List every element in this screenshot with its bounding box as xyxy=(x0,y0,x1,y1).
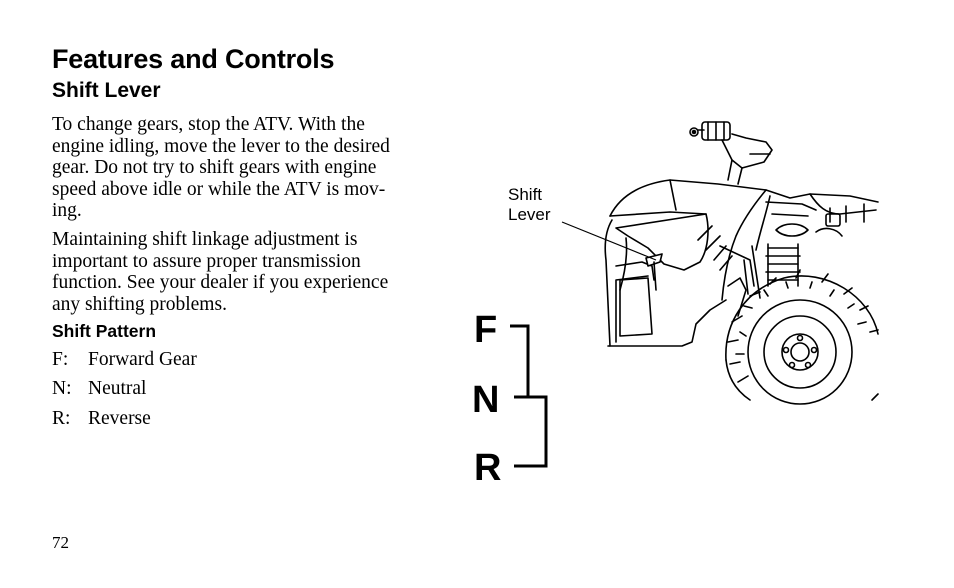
atv-drawing xyxy=(604,121,879,405)
shift-pattern-heading: Shift Pattern xyxy=(52,321,157,341)
paragraph-line: To change gears, stop the ATV. With the xyxy=(52,114,365,135)
paragraph-linkage-adjustment: Maintaining shift linkage adjustment is … xyxy=(52,229,444,315)
suspension-spring xyxy=(743,243,801,299)
shift-pattern-value: Reverse xyxy=(88,408,151,429)
section-title: Features and Controls xyxy=(52,44,335,74)
paragraph-line: gear. Do not try to shift gears with eng… xyxy=(52,157,377,178)
paragraph-line: important to assure proper transmission xyxy=(52,250,361,272)
page-number: 72 xyxy=(52,533,69,552)
paragraph-shift-instructions: To change gears, stop the ATV. With the … xyxy=(52,114,444,222)
handlebar xyxy=(689,121,773,185)
callout-leader-line xyxy=(561,221,657,261)
paragraph-line: function. See your dealer if you experie… xyxy=(52,272,389,293)
callout-label-line-1: Shift xyxy=(508,185,542,204)
paragraph-line: any shifting problems. xyxy=(52,293,227,315)
shift-pattern-value: Neutral xyxy=(88,378,147,399)
gear-letter-f: F xyxy=(474,309,497,351)
shift-pattern-key: F: xyxy=(52,349,69,370)
front-tire xyxy=(725,269,879,405)
shift-pattern-row-forward: F: Forward Gear xyxy=(52,349,197,371)
callout-label-line-2: Lever xyxy=(508,205,551,224)
shift-pattern-bracket xyxy=(510,324,548,468)
paragraph-line: ing. xyxy=(52,200,82,221)
gear-letter-n: N xyxy=(472,379,499,421)
shift-pattern-key: N: xyxy=(52,378,72,399)
paragraph-line: engine idling, move the lever to the des… xyxy=(52,135,390,157)
gear-letter-r: R xyxy=(474,447,501,480)
shift-pattern-value: Forward Gear xyxy=(88,349,197,370)
atv-shift-lever-illustration: Shift Lever F N R xyxy=(472,121,879,480)
shift-lever xyxy=(645,253,663,291)
subsection-title: Shift Lever xyxy=(52,79,161,102)
atv-body xyxy=(604,179,879,347)
paragraph-line: Maintaining shift linkage adjustment is xyxy=(52,229,358,250)
shift-pattern-row-reverse: R: Reverse xyxy=(52,408,151,430)
shift-pattern-row-neutral: N: Neutral xyxy=(52,378,146,400)
paragraph-line: speed above idle or while the ATV is mov… xyxy=(52,178,386,200)
shift-pattern-key: R: xyxy=(52,408,71,429)
